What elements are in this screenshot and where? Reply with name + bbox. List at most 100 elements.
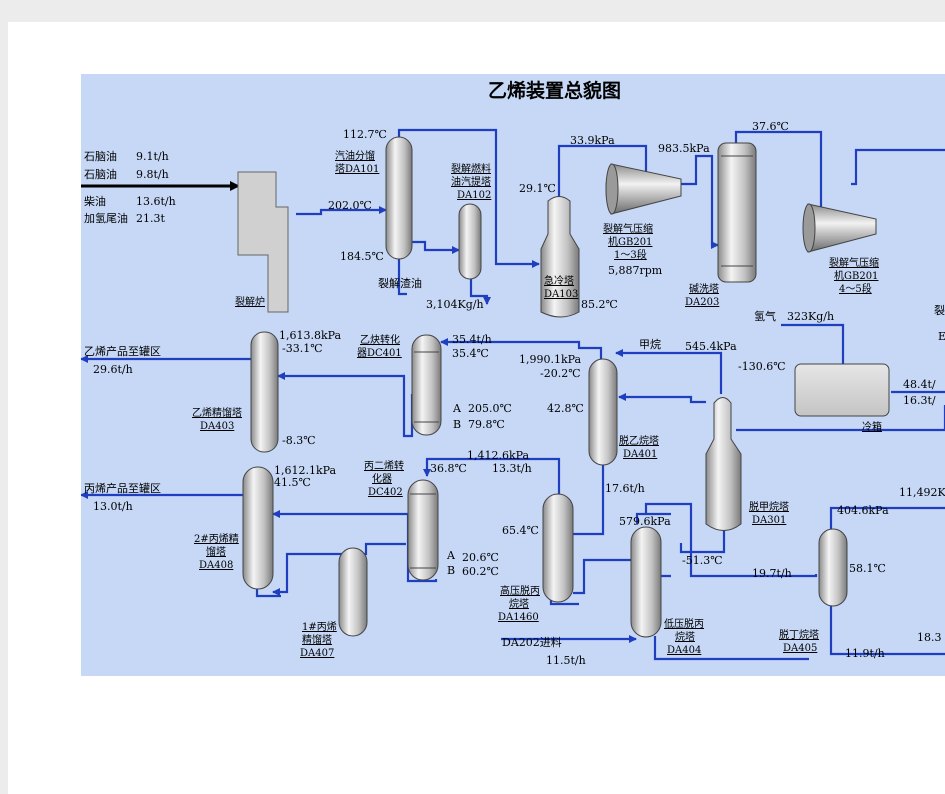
da408-pressure: 1,612.1kPa — [274, 464, 337, 477]
hydrogen-label: 氢气 — [754, 309, 776, 323]
dc401-flow: 35.4t/h — [452, 333, 492, 346]
pipe-coldbox-to-da301 — [736, 405, 945, 432]
dc401-name-2: 器DC401 — [357, 347, 402, 359]
pipe-da301-bottom — [679, 527, 726, 554]
pipe-da401-to-dc401 — [440, 338, 603, 359]
dc401-b-label: B — [453, 418, 461, 431]
da1460-mid-temp: 65.4℃ — [502, 524, 539, 537]
da405-name-2: DA405 — [783, 643, 817, 654]
gb201-2-name-2: 机GB201 — [834, 269, 878, 282]
dc402-vessel[interactable] — [407, 479, 439, 581]
dc401-vessel[interactable] — [411, 334, 442, 436]
da102-name-1: 裂解燃料 — [451, 162, 491, 175]
gb201-compressor-1[interactable] — [605, 163, 682, 215]
dc402-name-3: DC402 — [368, 487, 403, 498]
gb201-1-name-1: 裂解气压缩 — [603, 222, 653, 235]
da404-name-1: 低压脱丙 — [664, 617, 704, 630]
dc401-a-label: A — [452, 402, 462, 415]
ethylene-out-label: 乙烯产品至罐区 — [84, 344, 161, 358]
da203-top-temp: 37.6℃ — [752, 120, 789, 133]
da301-vessel[interactable] — [705, 397, 742, 531]
gb201-compressor-2[interactable] — [802, 203, 877, 253]
propylene-out-flow: 13.0t/h — [93, 500, 133, 513]
da202-label: DA202进料 — [502, 635, 562, 649]
dc401-b-temp: 79.8℃ — [468, 418, 505, 431]
da403-vessel[interactable] — [250, 331, 279, 453]
dc402-temp: 36.8℃ — [430, 462, 467, 475]
da1460-vessel[interactable] — [542, 493, 574, 603]
da401-mid-temp: 42.8℃ — [547, 402, 584, 415]
da401-bottom-flow: 17.6t/h — [605, 482, 645, 495]
gb201-2-name-3: 4～5段 — [839, 282, 872, 295]
methane-pressure: 545.4kPa — [685, 340, 737, 353]
da101-feed-temp: 202.0℃ — [328, 199, 372, 212]
pipe-da404-top — [635, 512, 671, 524]
pipe-da405-top — [829, 506, 945, 529]
da102-residue-flow: 3,104Kg/h — [426, 298, 484, 311]
da101-name-1: 汽油分馏 — [335, 149, 375, 162]
da203-vessel[interactable] — [717, 142, 757, 283]
da408-name-2: 馏塔 — [206, 545, 226, 558]
da1460-pressure: 1,412.6kPa — [467, 449, 530, 462]
coldbox[interactable] — [794, 363, 890, 417]
dc401-a-temp: 205.0℃ — [468, 402, 512, 415]
diagram-title: 乙烯装置总貌图 — [488, 79, 621, 102]
edge-right-top: 裂 — [934, 304, 945, 317]
da1460-flow: 13.3t/h — [492, 462, 532, 475]
da301-bottom-temp: -51.3℃ — [682, 554, 723, 567]
methane-label: 甲烷 — [639, 337, 661, 351]
pipe-da301-to-da401 — [618, 393, 706, 404]
feed2-value: 9.8t/h — [136, 168, 169, 181]
da203-name-2: DA203 — [685, 297, 719, 308]
da102-residue-label: 裂解渣油 — [378, 276, 422, 290]
da403-pressure: 1,613.8kPa — [279, 329, 342, 342]
ethylene-out-flow: 29.6t/h — [93, 363, 133, 376]
da407-vessel[interactable] — [338, 547, 368, 637]
pipe-da102-residue — [469, 279, 491, 305]
da103-top-temp: 29.1℃ — [519, 182, 556, 195]
da401-vessel[interactable] — [588, 358, 618, 466]
da101-vessel[interactable] — [385, 136, 413, 260]
da301-name-1: 脱甲烷塔 — [749, 500, 789, 513]
da103-vessel[interactable] — [540, 196, 580, 318]
da403-bottom-temp: -8.3℃ — [282, 434, 316, 447]
da301-name-2: DA301 — [752, 515, 786, 526]
dc402-name-2: 化器 — [372, 472, 392, 485]
da1460-name-3: DA1460 — [498, 612, 539, 623]
furnace-label: 裂解炉 — [235, 295, 265, 308]
pipe-da404-bottom — [653, 636, 809, 661]
dc402-a-label: A — [446, 549, 456, 562]
pipe-da101-to-da103 — [397, 128, 540, 268]
edge-flow-2: 16.3t/ — [903, 394, 936, 407]
da408-top-temp: 41.5℃ — [274, 476, 311, 489]
da408-name-1: 2#丙烯精 — [194, 532, 239, 545]
da102-name-3: DA102 — [457, 190, 491, 201]
da401-top-temp: -20.2℃ — [540, 367, 581, 380]
da101-top-temp: 112.7℃ — [343, 128, 387, 141]
process-diagram: 乙烯装置总貌图 — [81, 79, 945, 667]
dc401-temp: 35.4℃ — [452, 347, 489, 360]
pipe-da404-to-da405 — [644, 502, 818, 578]
pipe-gb201b-discharge — [851, 148, 945, 186]
da404-name-2: 烷塔 — [675, 630, 695, 643]
pipe-da101-to-da102 — [412, 240, 460, 254]
da407-name-2: 精馏塔 — [302, 633, 332, 646]
da405-vessel[interactable] — [818, 528, 848, 607]
feed1-label: 石脑油 — [84, 149, 117, 163]
da408-vessel[interactable] — [242, 466, 274, 590]
da102-vessel[interactable] — [458, 203, 482, 280]
da405-feed-flow: 19.7t/h — [752, 567, 792, 580]
da1460-name-2: 烷塔 — [509, 597, 529, 610]
dc402-b-label: B — [447, 564, 455, 577]
pipe-da101-bottom — [397, 259, 407, 296]
da101-bottom-temp: 184.5℃ — [340, 250, 384, 263]
pipe-dc402-to-da408 — [272, 510, 438, 583]
hydrogen-flow: 323Kg/h — [787, 310, 834, 323]
pipe-furnace-to-da101 — [296, 206, 387, 216]
da401-name-2: DA401 — [623, 449, 657, 460]
pipe-da1460-to-dc402 — [423, 457, 561, 494]
da404-vessel[interactable] — [630, 526, 662, 638]
pipe-dc402-to-da408b — [272, 542, 406, 596]
edge-right-bottom: 18.3 — [917, 631, 942, 644]
da102-name-2: 油汽提塔 — [451, 175, 491, 188]
